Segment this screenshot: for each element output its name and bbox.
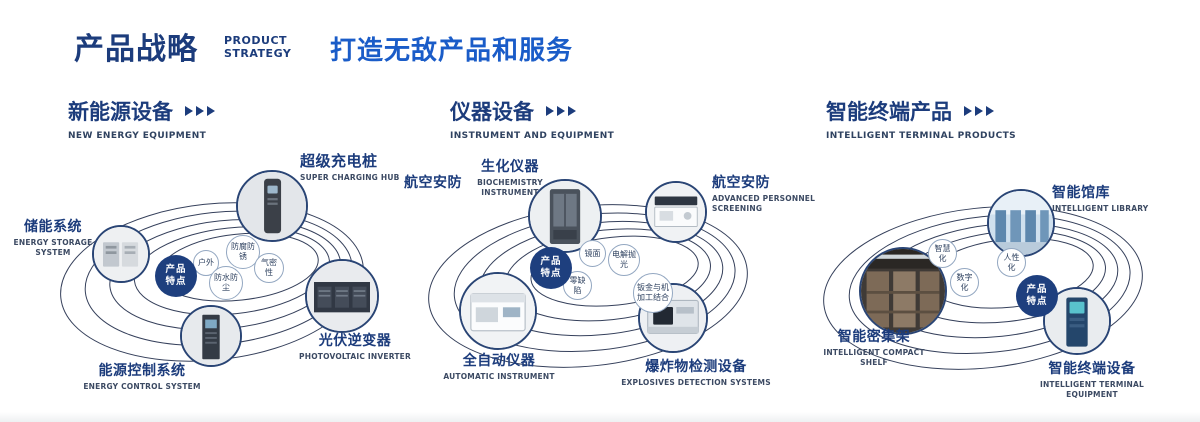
label-en: INTELLIGENT LIBRARY — [1052, 204, 1149, 213]
label-en: INTELLIGENT COMPACT SHELF — [823, 348, 925, 367]
medallion-personnel-screening — [645, 181, 707, 243]
medallion-energy-control-system — [180, 305, 242, 367]
label-zh: 能源控制系统 — [98, 363, 186, 379]
page-slogan: 打造无敌产品和服务 — [330, 36, 574, 66]
feature-bubble: 电解抛光 — [608, 244, 640, 276]
feature-badge-new-energy: 产品 特点 — [155, 255, 197, 297]
label-automatic-instrument: 全自动仪器 AUTOMATIC INSTRUMENT — [438, 350, 560, 382]
label-en: ADVANCED PERSONNEL SCREENING — [712, 194, 816, 213]
label-zh: 智能终端设备 — [1048, 361, 1136, 377]
page-title-en: PRODUCT STRATEGY — [224, 34, 292, 60]
label-en: INTELLIGENT TERMINAL EQUIPMENT — [1039, 380, 1145, 399]
intelligent-library-image — [989, 191, 1053, 255]
label-zh: 爆炸物检测设备 — [645, 359, 747, 375]
label-en: PHOTOVOLTAIC INVERTER — [299, 352, 411, 361]
label-intelligent-library: 智能馆库 INTELLIGENT LIBRARY — [1052, 182, 1164, 214]
label-biochemistry-instrument: 生化仪器 BIOCHEMISTRY INSTRUMENT — [456, 156, 564, 198]
medallion-automatic-instrument — [459, 272, 537, 350]
page-title-en-line1: PRODUCT — [224, 34, 288, 47]
label-personnel-screening: 航空安防 ADVANCED PERSONNEL SCREENING — [712, 172, 830, 214]
automatic-instrument-image — [461, 274, 535, 348]
feature-line2: 特点 — [540, 268, 562, 279]
medallion-energy-storage-system — [92, 225, 150, 283]
label-zh: 超级充电桩 — [300, 152, 378, 170]
feature-bubble: 人性化 — [997, 248, 1026, 277]
label-en: BIOCHEMISTRY INSTRUMENT — [477, 178, 543, 197]
label-intelligent-compact-shelf: 智能密集架 INTELLIGENT COMPACT SHELF — [810, 326, 938, 368]
page-title: 产品战略 — [74, 32, 198, 67]
label-explosives-detection: 爆炸物检测设备 EXPLOSIVES DETECTION SYSTEMS — [620, 356, 772, 388]
biochemistry-instrument-image — [530, 181, 600, 251]
section-head-new-energy: 新能源设备 NEW ENERGY EQUIPMENT — [68, 96, 215, 141]
triple-arrow-icon — [961, 106, 994, 116]
medallion-intelligent-library — [987, 189, 1055, 257]
label-en: EXPLOSIVES DETECTION SYSTEMS — [621, 378, 771, 387]
feature-bubble: 气密性 — [254, 253, 284, 283]
energy-control-image — [182, 307, 240, 365]
label-en: SUPER CHARGING HUB — [300, 173, 400, 182]
section-title-instrument: 仪器设备 — [450, 100, 534, 124]
label-energy-control-system: 能源控制系统 ENERGY CONTROL SYSTEM — [70, 360, 214, 392]
label-intelligent-terminal-equipment: 智能终端设备 INTELLIGENT TERMINAL EQUIPMENT — [1016, 358, 1168, 400]
section-title-terminal: 智能终端产品 — [826, 100, 952, 124]
feature-line1: 产品 — [1026, 284, 1048, 296]
label-photovoltaic-inverter: 光伏逆变器 PHOTOVOLTAIC INVERTER — [292, 330, 418, 362]
personnel-screening-image — [647, 183, 705, 241]
super-charging-hub-image — [238, 172, 306, 240]
feature-bubble: 智慧化 — [928, 239, 957, 268]
label-zh: 生化仪器 — [481, 159, 539, 175]
label-aviation-security-standalone: 航空安防 — [404, 172, 474, 192]
feature-badge-terminal: 产品 特点 — [1016, 275, 1058, 317]
triple-arrow-icon — [182, 106, 215, 116]
feature-line1: 产品 — [165, 264, 187, 276]
feature-line1: 产品 — [540, 256, 562, 268]
feature-bubble: 镜面 — [579, 240, 606, 267]
feature-line2: 特点 — [165, 276, 187, 287]
feature-bubble: 防腐防锈 — [226, 235, 260, 269]
section-subtitle-terminal: INTELLIGENT TERMINAL PRODUCTS — [826, 131, 1016, 141]
label-zh: 智能密集架 — [837, 329, 911, 345]
section-subtitle-instrument: INSTRUMENT AND EQUIPMENT — [450, 131, 615, 141]
energy-storage-image — [94, 227, 148, 281]
label-zh: 航空安防 — [712, 175, 770, 191]
label-zh: 光伏逆变器 — [318, 333, 392, 349]
label-en: AUTOMATIC INSTRUMENT — [443, 372, 555, 381]
medallion-intelligent-terminal-equipment — [1043, 287, 1111, 355]
medallion-photovoltaic-inverter — [305, 259, 379, 333]
feature-line2: 特点 — [1026, 296, 1048, 307]
label-zh: 智能馆库 — [1052, 185, 1110, 201]
label-zh: 全自动仪器 — [462, 353, 536, 369]
label-en: ENERGY STORAGE SYSTEM — [13, 238, 93, 257]
photovoltaic-inverter-image — [307, 261, 377, 331]
label-energy-storage-system: 储能系统 ENERGY STORAGE SYSTEM — [10, 216, 96, 258]
section-subtitle-new-energy: NEW ENERGY EQUIPMENT — [68, 131, 207, 141]
section-head-terminal: 智能终端产品 INTELLIGENT TERMINAL PRODUCTS — [826, 96, 1016, 141]
label-zh: 储能系统 — [24, 219, 82, 235]
triple-arrow-icon — [543, 106, 576, 116]
section-title-new-energy: 新能源设备 — [68, 100, 173, 124]
label-en: ENERGY CONTROL SYSTEM — [83, 382, 201, 391]
feature-bubble: 数字化 — [950, 268, 979, 297]
section-head-instrument: 仪器设备 INSTRUMENT AND EQUIPMENT — [450, 96, 614, 141]
label-super-charging-hub: 超级充电桩 SUPER CHARGING HUB — [300, 150, 412, 183]
page-title-en-line2: STRATEGY — [224, 46, 292, 60]
feature-bubble: 户外 — [193, 250, 219, 276]
feature-bubble: 钣金与机加工结合 — [633, 273, 673, 313]
label-zh: 航空安防 — [404, 175, 462, 191]
feature-bubble: 防水防尘 — [209, 266, 243, 300]
feature-badge-instrument: 产品 特点 — [530, 247, 572, 289]
medallion-super-charging-hub — [236, 170, 308, 242]
bottom-decoration — [0, 412, 1200, 422]
medallion-biochemistry-instrument — [528, 179, 602, 253]
